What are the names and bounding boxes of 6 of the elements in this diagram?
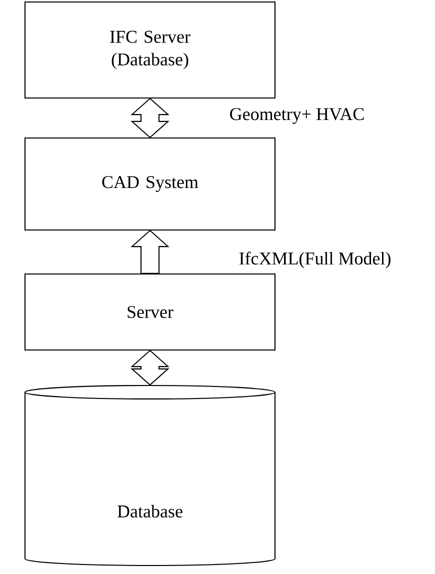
- process-box: CAD System: [24, 137, 276, 231]
- process-box: IFC Server (Database): [24, 1, 276, 99]
- database-cylinder: Database: [24, 384, 276, 566]
- edge-label: IfcXML(Full Model): [238, 251, 392, 269]
- edge-label: Geometry+ HVAC: [228, 107, 366, 125]
- process-box: Server: [24, 273, 276, 351]
